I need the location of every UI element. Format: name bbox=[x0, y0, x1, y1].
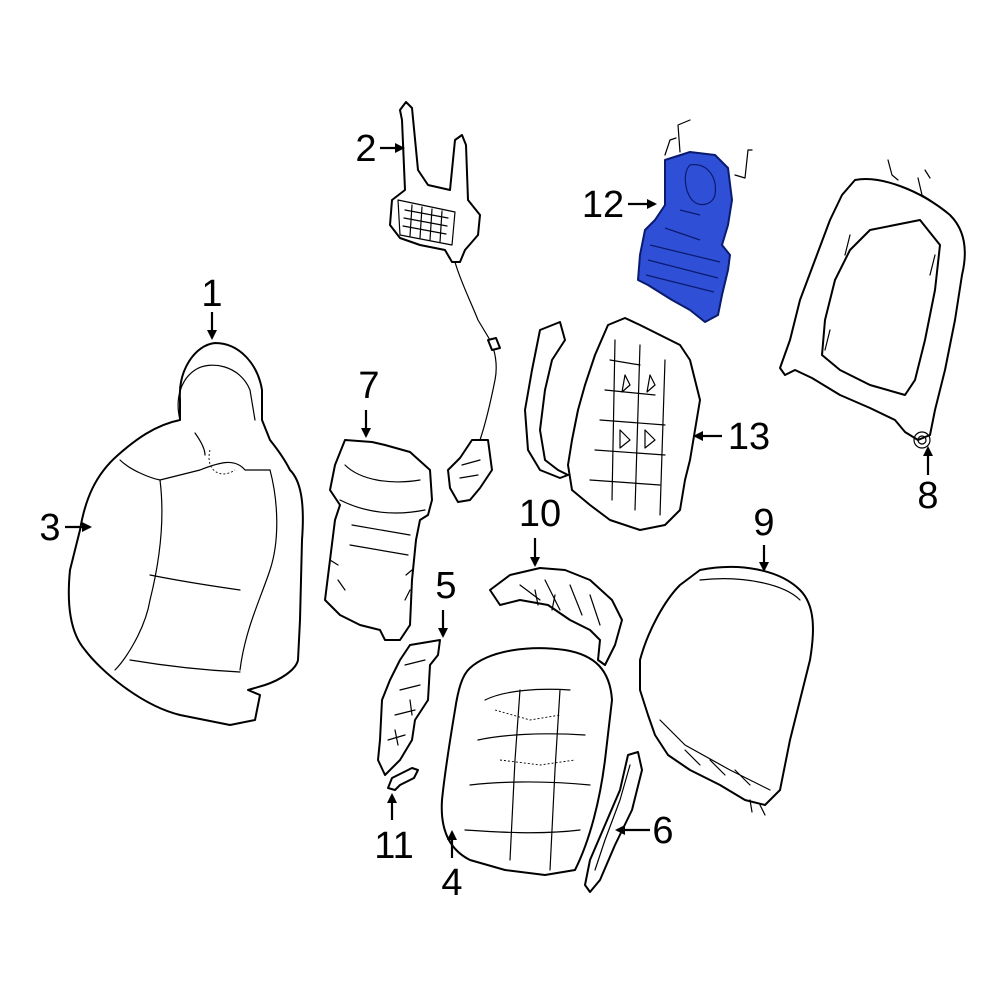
callout-label-3: 3 bbox=[39, 507, 60, 549]
callout-label-8: 8 bbox=[917, 475, 938, 517]
callout-7: 7 bbox=[358, 365, 380, 438]
callout-3: 3 bbox=[39, 507, 92, 549]
callout-13: 13 bbox=[693, 416, 770, 458]
callout-5: 5 bbox=[435, 565, 457, 638]
part-seat-cover[interactable] bbox=[639, 565, 814, 816]
callout-label-1: 1 bbox=[201, 273, 222, 315]
part-seat-back-frame[interactable] bbox=[779, 159, 966, 449]
callout-4: 4 bbox=[441, 830, 463, 904]
part-side-strip[interactable] bbox=[584, 751, 643, 893]
callout-label-13: 13 bbox=[728, 416, 770, 458]
part-seat-back-panel[interactable] bbox=[324, 439, 433, 641]
callout-2: 2 bbox=[355, 128, 405, 170]
callout-label-11: 11 bbox=[374, 825, 413, 867]
part-seat-cushion[interactable] bbox=[440, 647, 613, 876]
part-front-trim[interactable] bbox=[489, 567, 623, 666]
callout-label-6: 6 bbox=[652, 810, 673, 852]
callout-label-12: 12 bbox=[582, 184, 624, 226]
callout-11: 11 bbox=[374, 793, 414, 867]
part-headrest-guide-assembly[interactable] bbox=[389, 101, 501, 503]
callout-label-5: 5 bbox=[435, 565, 456, 607]
callout-label-9: 9 bbox=[753, 502, 774, 544]
callout-6: 6 bbox=[615, 810, 674, 852]
part-side-bracket[interactable] bbox=[377, 639, 441, 776]
callout-label-7: 7 bbox=[358, 365, 379, 407]
callout-label-2: 2 bbox=[355, 128, 376, 170]
part-lumbar-mechanism[interactable] bbox=[524, 317, 701, 531]
callout-12: 12 bbox=[582, 184, 657, 226]
part-clip[interactable] bbox=[387, 767, 419, 791]
callout-label-10: 10 bbox=[519, 493, 561, 535]
callout-8: 8 bbox=[917, 446, 939, 517]
part-highlighted-module[interactable] bbox=[637, 119, 753, 323]
callout-label-4: 4 bbox=[441, 862, 462, 904]
callout-10: 10 bbox=[519, 493, 561, 567]
part-seat-back-cover[interactable] bbox=[67, 342, 304, 726]
callout-1: 1 bbox=[201, 273, 223, 340]
callout-9: 9 bbox=[753, 502, 775, 572]
